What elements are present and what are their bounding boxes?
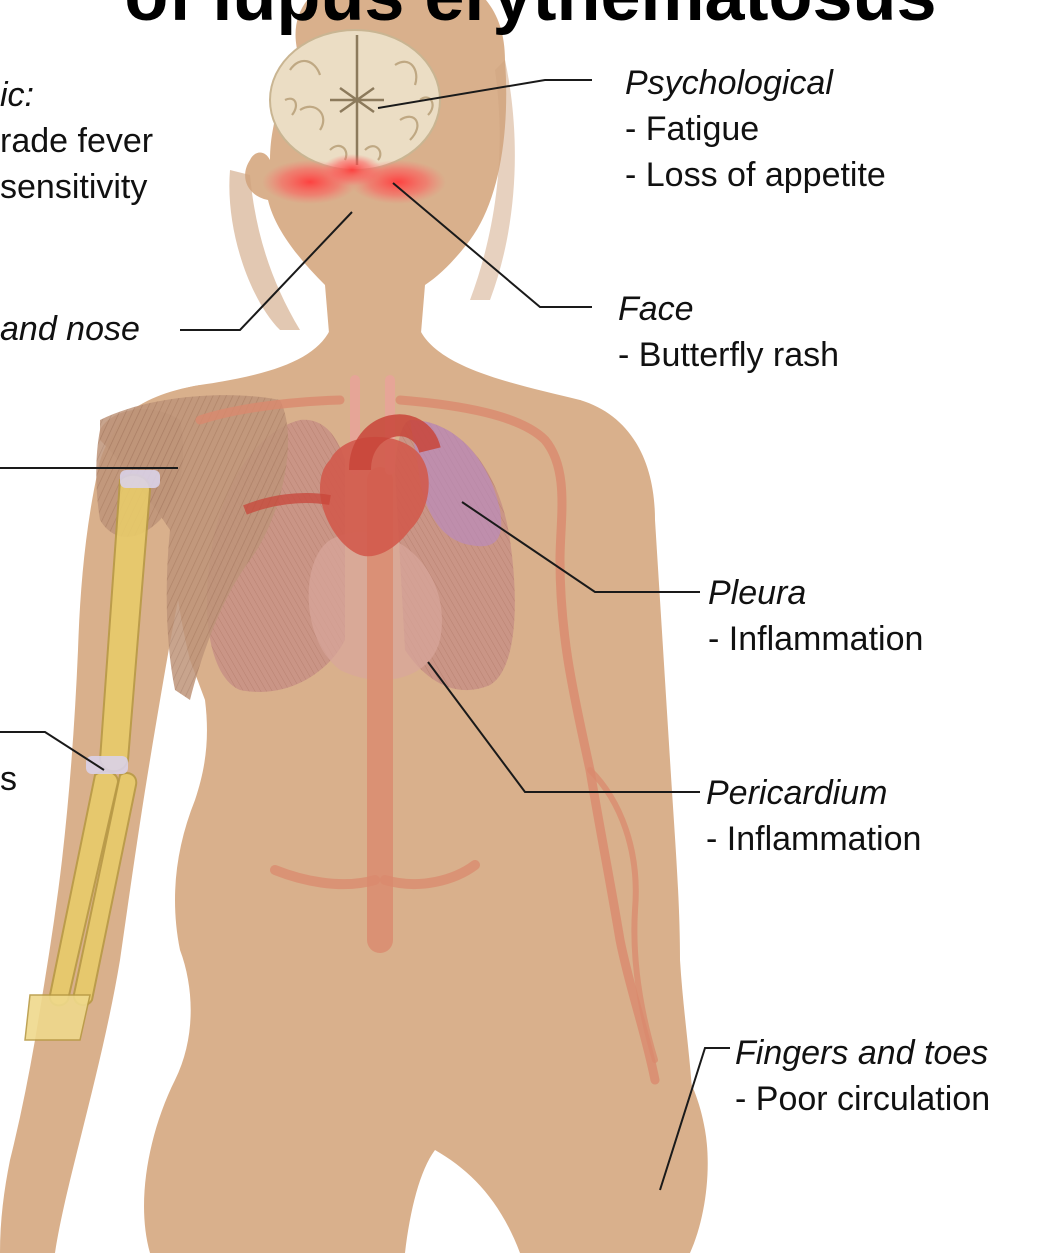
label-general-item-2: sensitivity bbox=[0, 164, 153, 210]
label-face: Face - Butterfly rash bbox=[618, 286, 839, 378]
label-pleura: Pleura - Inflammation bbox=[708, 570, 923, 662]
label-pleura-item-1: - Inflammation bbox=[708, 616, 923, 662]
label-face-item-1: - Butterfly rash bbox=[618, 332, 839, 378]
label-fingers-toes: Fingers and toes - Poor circulation bbox=[735, 1030, 990, 1122]
label-fingers-toes-item-1: - Poor circulation bbox=[735, 1076, 990, 1122]
shoulder-joint bbox=[120, 470, 160, 488]
label-psychological: Psychological - Fatigue - Loss of appeti… bbox=[625, 60, 886, 198]
brain bbox=[270, 30, 440, 170]
hand-bones bbox=[25, 995, 90, 1040]
label-pericardium-item-1: - Inflammation bbox=[706, 816, 921, 862]
label-elbow: s bbox=[0, 756, 17, 802]
label-general-heading: ic: bbox=[0, 72, 153, 118]
label-face-heading: Face bbox=[618, 286, 839, 332]
label-general: ic: rade fever sensitivity bbox=[0, 72, 153, 210]
label-pericardium: Pericardium - Inflammation bbox=[706, 770, 921, 862]
label-elbow-item-1: s bbox=[0, 756, 17, 802]
label-general-item-1: rade fever bbox=[0, 118, 153, 164]
label-psychological-heading: Psychological bbox=[625, 60, 886, 106]
label-mouth-nose-heading: and nose bbox=[0, 306, 140, 352]
diagram-title: of lupus erythematosus bbox=[0, 0, 1061, 36]
label-pleura-heading: Pleura bbox=[708, 570, 923, 616]
elbow-joint bbox=[86, 756, 128, 774]
label-mouth-nose: and nose bbox=[0, 306, 140, 352]
label-pericardium-heading: Pericardium bbox=[706, 770, 921, 816]
rash-right bbox=[350, 160, 446, 204]
label-psychological-item-1: - Fatigue bbox=[625, 106, 886, 152]
label-psychological-item-2: - Loss of appetite bbox=[625, 152, 886, 198]
label-fingers-toes-heading: Fingers and toes bbox=[735, 1030, 990, 1076]
